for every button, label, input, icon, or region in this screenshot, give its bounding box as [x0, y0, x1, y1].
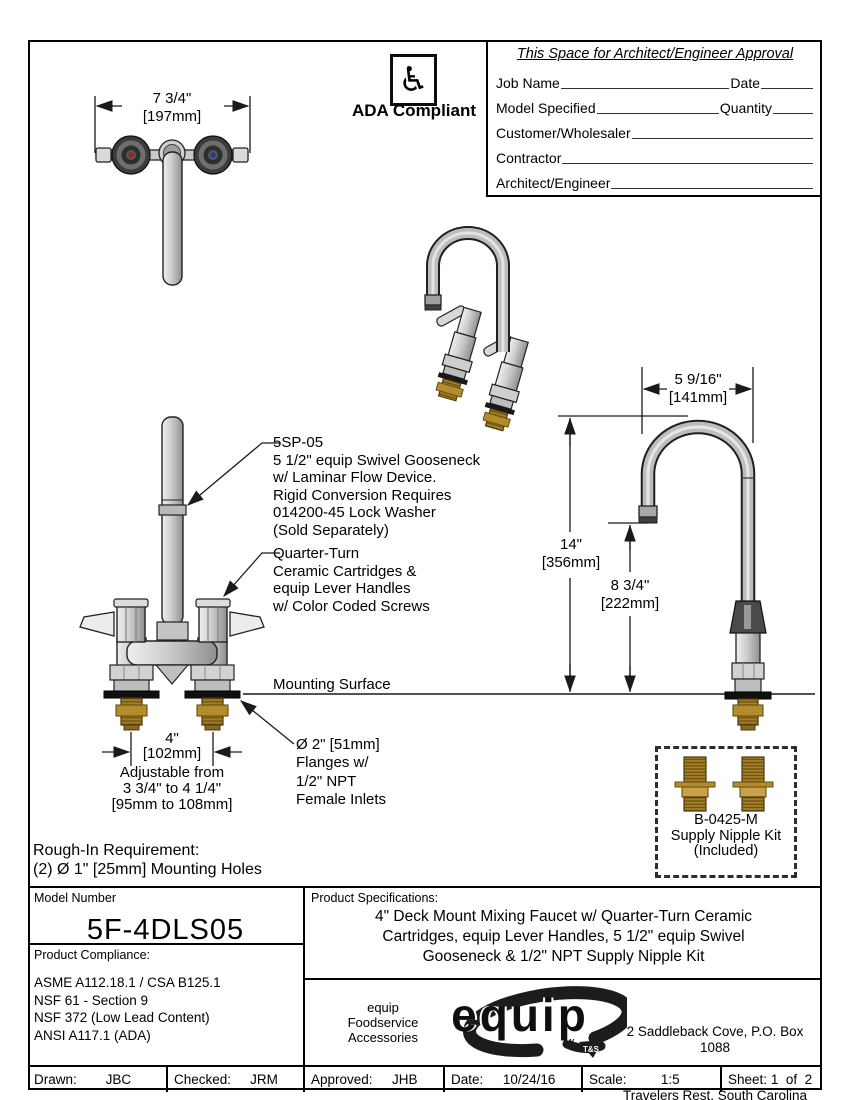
technical-drawing	[79, 96, 815, 812]
model-specified-label: Model Specified	[496, 100, 596, 116]
dim-centers-mm: [102mm]	[142, 745, 202, 762]
dim-outlet-height-in: 8 3/4"	[610, 577, 650, 594]
compliance-list: ASME A112.18.1 / CSA B125.1 NSF 61 - Sec…	[34, 975, 221, 1043]
wheelchair-icon: ♿	[398, 61, 429, 99]
supply-kit-box: B-0425-M Supply Nipple Kit (Included)	[655, 746, 797, 878]
supply-kit-part-number: B-0425-M	[694, 812, 758, 828]
customer-blank	[631, 124, 813, 139]
jobname-blank	[560, 74, 730, 89]
top-view-dimension-lines	[94, 96, 251, 153]
contractor-label: Contractor	[496, 150, 562, 166]
dim-spout-reach-mm: [141mm]	[668, 389, 728, 406]
faucet-top-view	[95, 135, 249, 286]
callout-cartridge: Quarter-Turn Ceramic Cartridges & equip …	[273, 545, 430, 615]
footer-sheet: Sheet: 1 of 2	[728, 1072, 813, 1087]
dim-spout-reach-in: 5 9/16"	[674, 371, 722, 388]
model-number-cell: Model Number 5F-4DLS05	[28, 888, 305, 946]
approval-row-architect: Architect/Engineer	[496, 166, 814, 191]
ts-shield-icon	[579, 1040, 603, 1058]
jobname-label: Job Name	[496, 75, 560, 91]
footer-approved: Approved: JHB	[305, 1067, 445, 1092]
callout-flange: Ø 2" [51mm] Flanges w/ 1/2" NPT Female I…	[296, 736, 387, 809]
ada-symbol-box: ♿	[390, 54, 437, 106]
equip-logo-wordmark: equip	[451, 989, 589, 1041]
approval-title: This Space for Architect/Engineer Approv…	[516, 46, 794, 62]
footer-drawn: Drawn: JBC	[28, 1067, 168, 1092]
model-number-label: Model Number	[34, 891, 116, 905]
footer-scale: Scale: 1:5	[583, 1067, 722, 1092]
footer-checked: Checked: JRM	[168, 1067, 305, 1092]
quantity-blank	[773, 99, 813, 114]
model-number: 5F-4DLS05	[86, 914, 245, 946]
mounting-surface-label: Mounting Surface	[273, 676, 391, 693]
rough-in-note: Rough-In Requirement: (2) Ø 1" [25mm] Mo…	[33, 842, 262, 878]
dim-outlet-height-mm: [222mm]	[600, 595, 660, 612]
dim-total-height-mm: [356mm]	[541, 554, 601, 571]
side-view-dimension-lines	[558, 367, 754, 693]
model-specified-blank	[596, 99, 719, 114]
dim-centers-in: 4"	[165, 730, 179, 747]
supply-kit-name: Supply Nipple Kit	[670, 827, 782, 844]
approval-box: This Space for Architect/Engineer Approv…	[486, 40, 822, 197]
supply-kit-included: (Included)	[693, 843, 759, 859]
callout-gooseneck: 5SP-05 5 1/2" equip Swivel Gooseneck w/ …	[273, 434, 481, 539]
approval-row-contractor: Contractor	[496, 141, 814, 166]
ts-shield-text: T&S	[583, 1045, 600, 1054]
brand-cell: equip Foodservice Accessories T&S by equ…	[305, 980, 822, 1100]
approval-row-model: Model Specified Quantity	[496, 91, 814, 116]
quantity-label: Quantity	[719, 100, 772, 116]
compliance-label: Product Compliance:	[34, 948, 151, 962]
company-address: 2 Saddleback Cove, P.O. Box 1088 Travele…	[622, 1024, 808, 1100]
date-blank	[761, 74, 813, 89]
customer-label: Customer/Wholesaler	[496, 125, 631, 141]
logo-by-text: by	[564, 1036, 575, 1046]
hot-index-dot	[128, 152, 134, 158]
dim-adjustable-note: Adjustable from 3 3/4" to 4 1/4" [95mm t…	[111, 764, 233, 813]
architect-label: Architect/Engineer	[496, 175, 611, 191]
title-block: Model Number 5F-4DLS05 Product Complianc…	[28, 886, 822, 1100]
approval-row-jobname: Job Name Date	[496, 66, 814, 91]
leader-lines	[187, 442, 295, 745]
drawing-frame	[28, 40, 822, 1090]
centers-dimension-lines	[102, 732, 242, 766]
faucet-perspective-view	[424, 226, 529, 432]
specifications-label: Product Specifications:	[311, 891, 439, 905]
equip-logo-swoosh: T&S by	[463, 986, 627, 1058]
specifications-text: 4" Deck Mount Mixing Faucet w/ Quarter-T…	[374, 908, 753, 965]
architect-blank	[611, 174, 813, 189]
dim-top-width-in: 7 3/4"	[152, 90, 192, 107]
dim-top-width-mm: [197mm]	[142, 108, 202, 125]
contractor-blank	[562, 149, 813, 164]
compliance-cell: Product Compliance: ASME A112.18.1 / CSA…	[28, 945, 305, 1065]
ada-compliant-label: ADA Compliant	[351, 101, 477, 120]
supply-kit-nipples	[674, 756, 774, 812]
brand-tagline: equip Foodservice Accessories	[347, 1000, 419, 1045]
specifications-cell: Product Specifications: 4" Deck Mount Mi…	[305, 888, 822, 980]
footer-date: Date: 10/24/16	[445, 1067, 583, 1092]
dim-total-height-in: 14"	[559, 536, 582, 553]
approval-row-customer: Customer/Wholesaler	[496, 116, 814, 141]
footer-row: Drawn: JBC Checked: JRM Approved: JHB Da…	[28, 1065, 822, 1092]
date-label: Date	[730, 75, 760, 91]
cold-index-dot	[210, 152, 216, 158]
faucet-front-view	[79, 416, 265, 731]
gooseneck-side-view	[638, 419, 772, 731]
